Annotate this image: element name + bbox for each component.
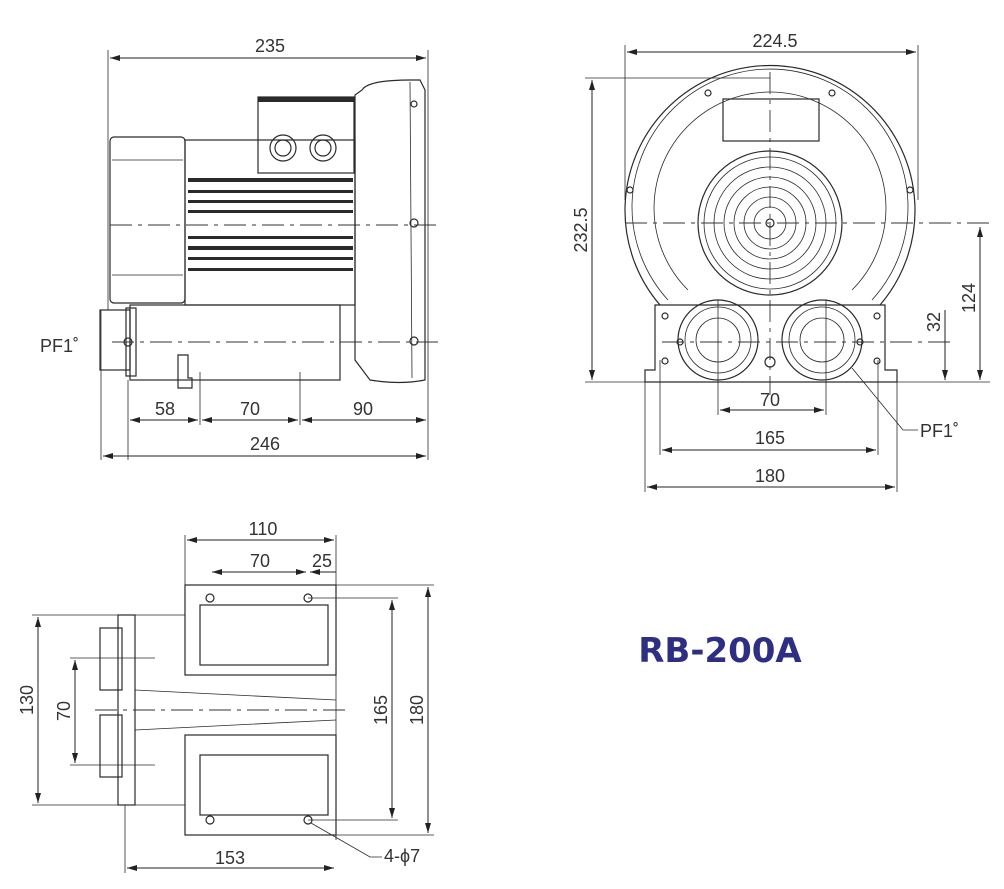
bottom-view: 110 70 25 130 70 165 180 153 4-ϕ7 xyxy=(17,519,434,873)
port-label-front: PF1˚ xyxy=(920,421,959,441)
dim-70-bottom: 70 xyxy=(250,551,270,571)
dim-32: 32 xyxy=(924,312,944,332)
model-title: RB-200A xyxy=(638,631,802,671)
dim-235: 235 xyxy=(255,36,285,56)
dim-90: 90 xyxy=(353,399,373,419)
dim-70-front: 70 xyxy=(760,390,780,410)
dim-70: 70 xyxy=(240,399,260,419)
dim-130: 130 xyxy=(17,685,37,715)
front-view: 224.5 232.5 124 32 70 165 180 PF1˚ xyxy=(571,31,990,492)
dim-165-bottom: 165 xyxy=(371,695,391,725)
dim-180-front: 180 xyxy=(755,466,785,486)
dim-110: 110 xyxy=(249,519,278,539)
dim-124: 124 xyxy=(959,283,979,313)
dim-180-bottom: 180 xyxy=(407,695,427,725)
dim-58: 58 xyxy=(155,399,175,419)
dim-232-5: 232.5 xyxy=(571,207,591,252)
dim-224-5: 224.5 xyxy=(752,31,797,51)
dim-25: 25 xyxy=(312,551,332,571)
dim-165-front: 165 xyxy=(755,428,785,448)
motor-fins xyxy=(188,178,353,271)
dim-246: 246 xyxy=(250,434,280,454)
dim-153: 153 xyxy=(215,848,245,868)
holes-label: 4-ϕ7 xyxy=(384,846,420,866)
side-view: 235 246 58 70 90 PF1˚ xyxy=(40,36,442,460)
port-label: PF1˚ xyxy=(40,336,79,356)
dim-70-vertical: 70 xyxy=(54,701,74,721)
